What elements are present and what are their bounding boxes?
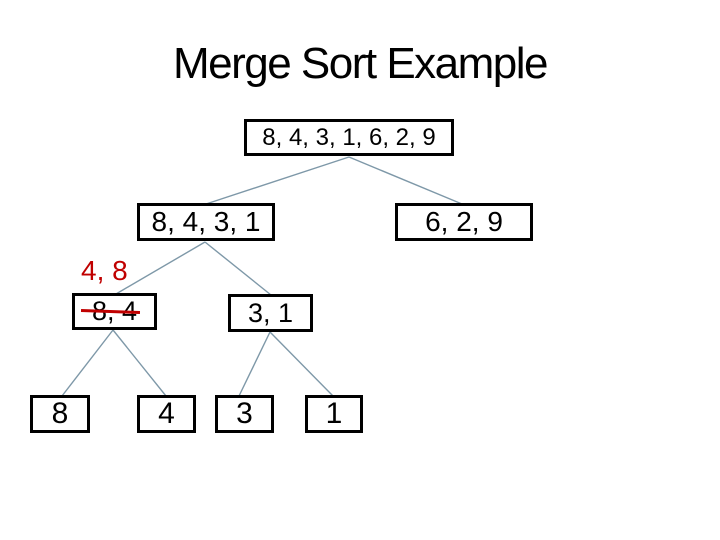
edge-l1left-l2right <box>204 241 272 296</box>
edge-l2right-leaf1 <box>269 331 334 397</box>
tree-node-leaf-8: 8 <box>30 395 90 433</box>
tree-node-l1-right: 6, 2, 9 <box>395 203 533 241</box>
tree-node-l2-right: 3, 1 <box>228 294 313 332</box>
edge-l1left-l2left <box>115 241 206 295</box>
edge-l2left-leaf8 <box>61 329 114 397</box>
tree-node-leaf-1: 1 <box>305 395 363 433</box>
merge-result-annotation: 4, 8 <box>81 255 128 286</box>
tree-node-leaf-1-label: 1 <box>325 397 343 430</box>
tree-node-root: 8, 4, 3, 1, 6, 2, 9 <box>244 119 454 156</box>
edge-l2left-leaf4 <box>112 329 167 397</box>
edge-root-l1left <box>205 156 350 205</box>
tree-node-leaf-3: 3 <box>215 395 274 433</box>
tree-node-leaf-3-label: 3 <box>236 397 253 430</box>
edge-root-l1right <box>348 156 463 205</box>
slide-title: Merge Sort Example <box>172 39 549 88</box>
tree-node-leaf-4-label: 4 <box>158 397 175 430</box>
tree-node-leaf-8-label: 8 <box>51 397 69 430</box>
edge-l2right-leaf3 <box>238 331 271 397</box>
tree-node-l1-right-label: 6, 2, 9 <box>425 206 503 237</box>
tree-node-leaf-4: 4 <box>137 395 196 433</box>
tree-node-l1-left-label: 8, 4, 3, 1 <box>151 206 261 237</box>
tree-node-l2-right-label: 3, 1 <box>247 297 294 328</box>
tree-node-l1-left: 8, 4, 3, 1 <box>137 203 275 241</box>
tree-node-root-label: 8, 4, 3, 1, 6, 2, 9 <box>262 123 436 151</box>
